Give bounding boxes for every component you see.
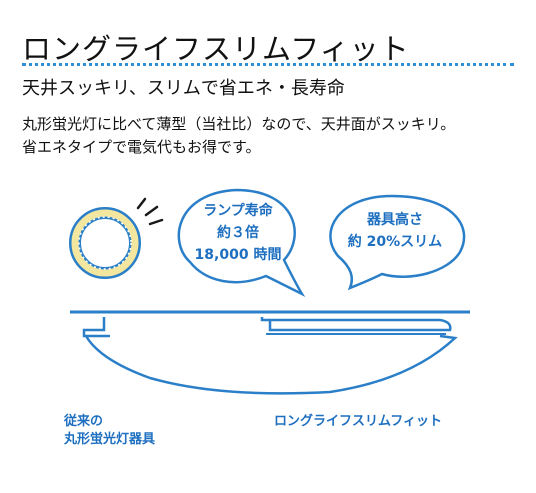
conventional-fixture-outline — [70, 310, 470, 395]
height-bubble-text: 器具高さ 約 20%スリム — [328, 209, 462, 253]
lifespan-line-1: ランプ寿命 — [203, 203, 273, 219]
height-line-1: 器具高さ — [367, 212, 423, 228]
speech-bubble-lifespan — [177, 188, 306, 298]
lifespan-line-2: 約３倍 — [217, 225, 259, 241]
lifespan-line-3: 18,000 時間 — [194, 247, 282, 263]
page-subtitle: 天井スッキリ、スリムで省エネ・長寿命 — [22, 78, 345, 99]
description-line-1: 丸形蛍光灯に比べて薄型（当社比）なので、天井面がスッキリ。 — [22, 115, 456, 133]
circular-fluorescent-lamp-icon — [69, 207, 141, 279]
description-line-2: 省エネタイプで電気代もお得です。 — [22, 138, 261, 156]
light-rays-icon — [136, 197, 164, 226]
slim-fixture-outline — [260, 317, 452, 335]
dotted-divider — [22, 63, 514, 66]
slim-fixture-caption: ロングライフスリムフィット — [274, 414, 442, 429]
conventional-caption-line-2: 丸形蛍光灯器具 — [64, 432, 156, 447]
conventional-fixture-caption: 従来の 丸形蛍光灯器具 — [64, 413, 155, 449]
speech-bubble-height — [329, 194, 466, 291]
conventional-caption-line-1: 従来の — [64, 414, 104, 429]
lifespan-bubble-text: ランプ寿命 約３倍 18,000 時間 — [180, 200, 296, 266]
feature-description: 丸形蛍光灯に比べて薄型（当社比）なので、天井面がスッキリ。 省エネタイプで電気代… — [22, 113, 522, 159]
height-line-2: 約 20%スリム — [347, 234, 443, 250]
page-title: ロングライフスリムフィット — [22, 32, 410, 66]
